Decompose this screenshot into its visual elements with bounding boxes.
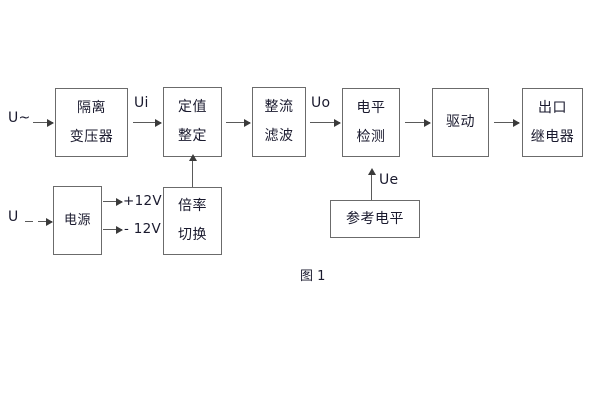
arrow-setting-value-to-rectify-filter xyxy=(226,118,251,127)
arrow-isolation-transformer-to-setting-value xyxy=(133,118,162,127)
block-setting-value-line-1: 定值 xyxy=(178,99,207,116)
arrow-power-supply-plus12v xyxy=(103,197,123,206)
block-power-supply: 电源 xyxy=(53,186,102,255)
block-rectify-filter: 整流 滤波 xyxy=(252,87,306,157)
dc-input-dash-1 xyxy=(25,221,33,222)
ac-input-label: U~ xyxy=(8,110,31,126)
uo-label: Uo xyxy=(311,95,331,111)
figure-caption: 图 1 xyxy=(300,269,326,284)
arrow-reference-level-to-level-detection xyxy=(367,168,376,200)
plus-12v-label: +12V xyxy=(123,193,162,209)
block-multiplier-switch-line-2: 切换 xyxy=(178,227,207,243)
ui-label: Ui xyxy=(134,95,149,111)
ue-label: Ue xyxy=(379,172,399,188)
block-output-relay-line-1: 出口 xyxy=(538,99,567,116)
minus-12v-label: - 12V xyxy=(124,221,162,237)
block-setting-value: 定值 整定 xyxy=(163,87,222,157)
arrow-dc-input-to-power-supply xyxy=(38,217,53,226)
block-reference-level-line-1: 参考电平 xyxy=(346,210,404,227)
block-level-detection: 电平 检测 xyxy=(342,88,400,157)
block-isolation-transformer-line-2: 变压器 xyxy=(69,128,114,145)
block-drive: 驱动 xyxy=(432,88,489,157)
block-level-detection-line-1: 电平 xyxy=(356,99,386,116)
arrow-level-detection-to-drive xyxy=(405,118,431,127)
block-level-detection-line-2: 检测 xyxy=(356,128,386,145)
block-power-supply-line-1: 电源 xyxy=(63,212,91,228)
block-drive-line-1: 驱动 xyxy=(446,114,475,131)
arrow-ac-input-to-isolation-transformer xyxy=(33,118,54,127)
dc-input-label: U xyxy=(8,209,19,225)
arrow-multiplier-switch-to-setting-value xyxy=(188,154,197,187)
block-rectify-filter-line-2: 滤波 xyxy=(264,128,294,144)
block-isolation-transformer-line-1: 隔离 xyxy=(77,99,106,116)
block-output-relay: 出口 继电器 xyxy=(522,88,583,157)
arrow-drive-to-output-relay xyxy=(494,118,520,127)
block-rectify-filter-line-1: 整流 xyxy=(264,99,294,116)
block-reference-level: 参考电平 xyxy=(330,200,420,238)
block-setting-value-line-2: 整定 xyxy=(178,128,207,144)
arrow-rectify-filter-to-level-detection xyxy=(310,118,341,127)
block-multiplier-switch-line-1: 倍率 xyxy=(178,198,207,215)
arrow-power-supply-minus12v xyxy=(103,225,123,234)
block-multiplier-switch: 倍率 切换 xyxy=(163,187,222,255)
block-isolation-transformer: 隔离 变压器 xyxy=(55,88,128,157)
block-output-relay-line-2: 继电器 xyxy=(530,128,575,145)
